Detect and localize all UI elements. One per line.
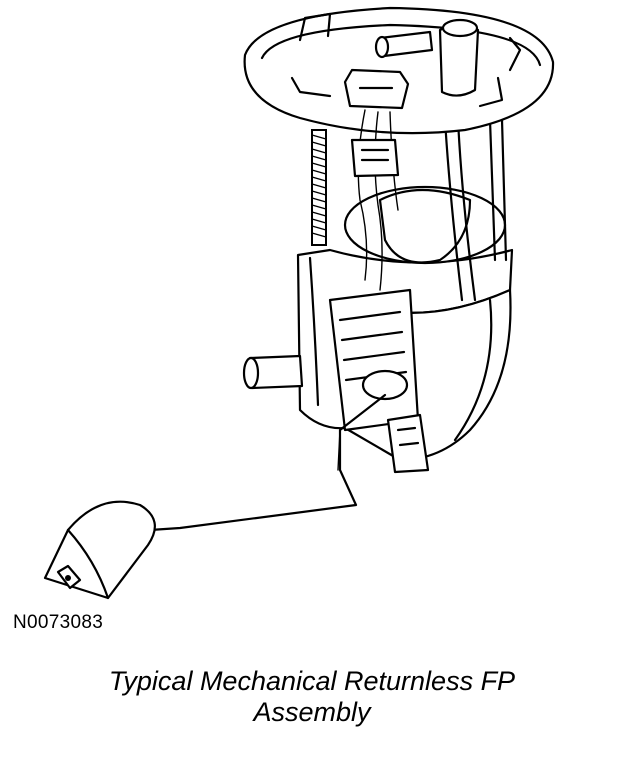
pump-motor-top bbox=[343, 185, 507, 265]
wiring-harness bbox=[350, 109, 400, 291]
float-arm bbox=[148, 393, 387, 532]
caption-line-1: Typical Mechanical Returnless FP bbox=[108, 666, 516, 696]
support-rods bbox=[443, 118, 508, 302]
caption-line-2: Assembly bbox=[253, 697, 371, 727]
figure-reference-code: N0073083 bbox=[13, 612, 104, 633]
fuel-pump-assembly-illustration bbox=[43, 6, 555, 600]
figure-caption: Typical Mechanical Returnless FP Assembl… bbox=[0, 666, 624, 728]
mounting-flange bbox=[243, 6, 555, 135]
guide-rod bbox=[311, 129, 327, 246]
fuel-level-sender bbox=[328, 288, 430, 474]
inlet-tube bbox=[242, 354, 304, 390]
float bbox=[43, 500, 156, 600]
